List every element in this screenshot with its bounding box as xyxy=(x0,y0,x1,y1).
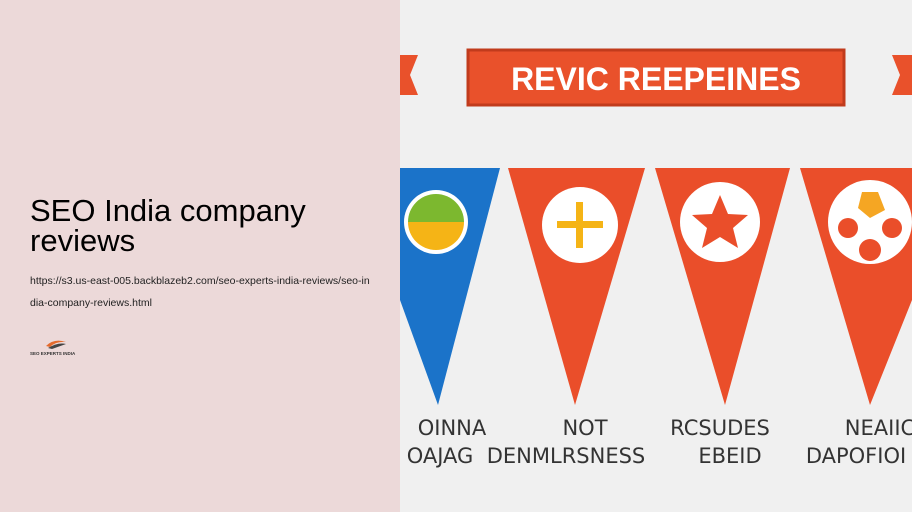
label-3a: RCSUDES xyxy=(670,416,770,440)
label-1b: OAJAG xyxy=(407,444,474,468)
label-2b: DENMLRSNESS xyxy=(487,444,646,468)
label-4b: DAPOFIOI xyxy=(806,444,906,468)
banner-text: REVIC REEPEINES xyxy=(511,61,801,97)
pennant-4 xyxy=(800,168,912,405)
label-4a: NEAIIC xyxy=(845,416,912,440)
banner: REVIC REEPEINES xyxy=(400,48,912,107)
page-url[interactable]: https://s3.us-east-005.backblazeb2.com/s… xyxy=(30,275,370,309)
svg-text:SEO EXPERTS INDIA: SEO EXPERTS INDIA xyxy=(30,351,76,356)
pennant-1 xyxy=(400,168,500,405)
seo-experts-india-logo: SEO EXPERTS INDIA xyxy=(30,336,90,360)
hero-image: REVIC REEPEINES OINNA xyxy=(400,0,912,512)
pennant-3 xyxy=(655,168,790,405)
page-title: SEO India company reviews xyxy=(30,193,306,258)
left-panel: SEO India company reviews https://s3.us-… xyxy=(0,0,400,512)
label-3b: EBEID xyxy=(698,444,761,468)
label-1a: OINNA xyxy=(418,416,487,440)
pennant-2 xyxy=(508,168,645,405)
label-2a: NOT xyxy=(562,416,607,440)
